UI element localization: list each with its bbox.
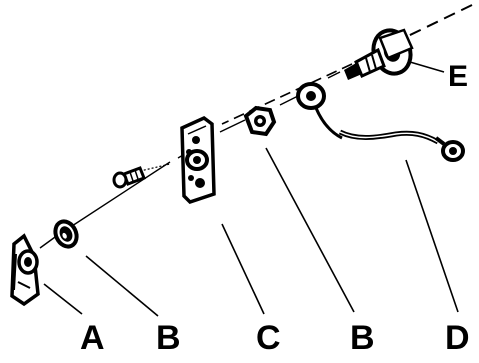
switch-part-e [344,28,414,80]
leader-line-e [409,61,445,73]
label-e: E [448,60,468,93]
leader-line-c [221,223,265,315]
nut-part-b-lower [53,219,79,249]
screw-icon [112,163,171,189]
upper-axis-dashed-line [407,4,473,37]
leader-lines [43,61,459,317]
nut-part-b-upper [243,105,277,137]
label-b-upper: B [350,319,375,357]
label-d: D [445,319,470,357]
terminal-plate-part-a [10,233,40,307]
bracket-part-c [180,115,216,205]
wire-lead-part-d [296,82,465,162]
leader-line-b-upper [265,147,355,313]
axis-dashed-line [221,63,353,125]
leader-line-a [43,283,83,315]
label-c: C [256,319,281,357]
label-a: A [80,319,105,357]
leader-line-b-lower [85,255,159,317]
leader-line-d [405,159,459,313]
label-b-lower: B [156,319,181,357]
